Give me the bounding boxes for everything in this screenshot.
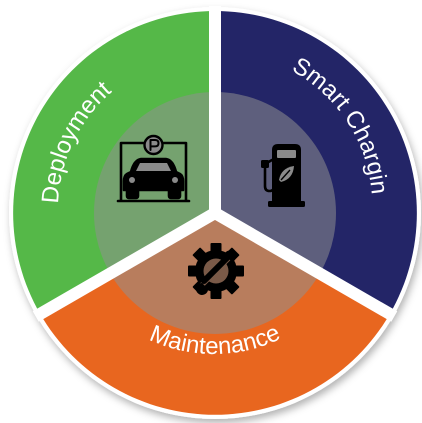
parking-car-icon: [116, 134, 191, 203]
gear-wrench-icon: [188, 243, 244, 299]
segment-dividers: [32, 6, 398, 322]
ev-charger-icon: [261, 144, 305, 207]
